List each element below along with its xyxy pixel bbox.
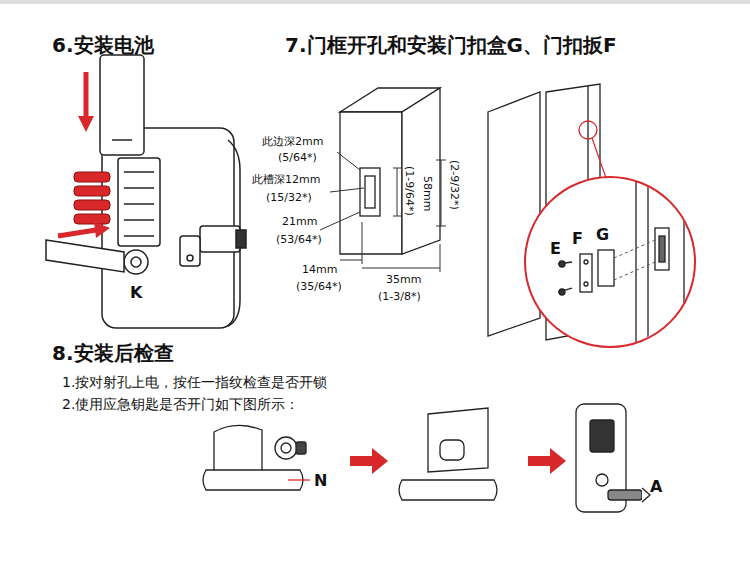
- dimension-label: 21mm: [282, 216, 317, 229]
- section-heading: 7.门框开孔和安装门扣盒G、门扣扳F: [285, 34, 617, 57]
- part-letter: N: [314, 472, 327, 490]
- part-letter: K: [130, 284, 142, 302]
- dimension-label: (53/64*): [276, 234, 322, 247]
- section-heading: 8.安装后检查: [52, 342, 174, 365]
- instruction-text: 2.使用应急钥匙是否开门如下图所示：: [62, 396, 299, 412]
- part-letter: G: [596, 226, 609, 244]
- instruction-text: 1.按对射孔上电，按任一指纹检查是否开锁: [62, 374, 327, 390]
- dimension-label: (5/64*): [278, 152, 317, 165]
- part-letter: A: [650, 478, 662, 496]
- dimension-label: (1-3/8*): [378, 291, 421, 304]
- dimension-label: 14mm: [302, 264, 337, 277]
- dimension-label: 此槽深12mm: [252, 174, 320, 187]
- dimension-label: (35/64*): [296, 281, 342, 294]
- dimension-label: (1-9/64*): [402, 166, 415, 216]
- dimension-label: 此边深2mm: [262, 136, 323, 149]
- dimension-label: (2-9/32*): [447, 160, 460, 210]
- dimension-label: 58mm: [420, 176, 433, 211]
- dimension-label: 35mm: [386, 274, 421, 287]
- section-heading: 6.安装电池: [52, 34, 154, 57]
- part-letter: F: [572, 230, 583, 248]
- dimension-label: (15/32*): [266, 192, 312, 205]
- part-letter: E: [550, 240, 561, 258]
